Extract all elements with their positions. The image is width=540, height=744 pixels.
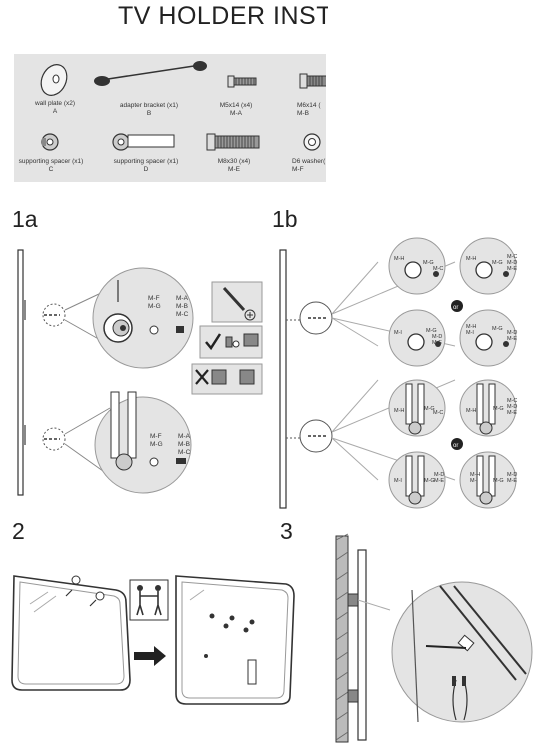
part-label-m-a: M5x14 (x4)M-A — [219, 102, 253, 117]
part-label-c: supporting spacer (x1)C — [18, 158, 84, 173]
svg-text:M-G: M-G — [492, 260, 503, 266]
svg-text:M-E: M-E — [432, 340, 442, 346]
or-label-bottom: or — [453, 443, 458, 449]
parts-list-panel: wall plate (x2)A adapter bracket (x1)B M… — [14, 54, 326, 182]
callout-circle-1 — [388, 237, 446, 295]
svg-text:M-I: M-I — [470, 478, 478, 484]
svg-text:M-E: M-E — [507, 266, 517, 272]
wall-plate-icon — [40, 64, 68, 96]
callout-circle-3 — [388, 309, 446, 367]
svg-text:M-H: M-H — [394, 256, 404, 262]
part-label-m-e: M8x30 (x4)M-E — [217, 158, 251, 173]
part-label-m-f: D6 washer(M-F — [292, 158, 326, 173]
callout-1a-bottom-mg: M-G — [150, 441, 163, 448]
svg-text:M-G: M-G — [424, 478, 435, 484]
callout-1a-top-ma: M-A — [176, 295, 189, 302]
svg-text:M-H: M-H — [466, 256, 476, 262]
step-2-label: 2 — [12, 518, 25, 544]
parts-illustrations — [40, 61, 326, 151]
svg-text:M-E: M-E — [507, 410, 517, 416]
part-label-a: wall plate (x2)A — [34, 100, 76, 115]
callout-1a-bottom-ma: M-A — [178, 433, 191, 440]
step-3-diagram — [335, 533, 533, 743]
svg-text:M-I: M-I — [466, 330, 474, 336]
or-label-top: or — [453, 305, 458, 311]
svg-text:M-E: M-E — [434, 478, 444, 484]
screw-m6x14-icon — [299, 73, 326, 89]
svg-text:M-D: M-D — [432, 334, 442, 340]
callout-1a-top-mg: M-G — [148, 303, 161, 310]
supporting-spacer-c-icon — [41, 133, 59, 151]
callout-1a-bottom-mc: M-C — [178, 449, 191, 456]
svg-text:M-G: M-G — [492, 326, 503, 332]
svg-text:M-G: M-G — [424, 406, 435, 412]
svg-text:M-C: M-C — [507, 254, 517, 260]
svg-text:M-G: M-G — [423, 260, 434, 266]
svg-text:M-D: M-D — [434, 472, 444, 478]
svg-text:M-D: M-D — [507, 472, 517, 478]
svg-text:M-H: M-H — [394, 408, 404, 414]
callout-1a-bottom-mf: M-F — [150, 433, 162, 440]
callout-circle-2 — [459, 237, 517, 295]
or-badge-bottom — [451, 438, 463, 450]
screw-m5x14-icon — [227, 75, 257, 88]
svg-text:M-D: M-D — [507, 404, 517, 410]
svg-text:M-H: M-H — [466, 324, 476, 330]
callout-circle-7 — [388, 451, 446, 509]
step-1a-diagram: M-F M-G M-A M-B M-C M-F M-G M-A M-B M-C — [17, 249, 263, 496]
callout-circle-5 — [388, 379, 446, 437]
svg-text:M-C: M-C — [433, 410, 443, 416]
part-label-b: adapter bracket (x1)B — [119, 102, 179, 117]
svg-text:M-I: M-I — [394, 478, 402, 484]
svg-text:M-G: M-G — [426, 328, 437, 334]
page-title: TV HOLDER INSTAL — [118, 2, 328, 30]
step-2-diagram — [11, 575, 295, 705]
callout-circle-4 — [459, 309, 517, 367]
svg-text:M-E: M-E — [507, 336, 517, 342]
callout-1a-bottom-mb: M-B — [178, 441, 190, 448]
adapter-bracket-icon — [94, 61, 207, 86]
or-badge-top — [451, 300, 463, 312]
svg-text:M-D: M-D — [507, 330, 517, 336]
callout-1a-top-mb: M-B — [176, 303, 188, 310]
part-label-m-b: M6x14 (M-B — [297, 102, 321, 117]
callout-circle-6 — [459, 379, 517, 437]
svg-text:M-G: M-G — [493, 478, 504, 484]
washer-icon — [303, 133, 321, 151]
step-1b-diagram: or or M-H M-G M-C M-H M — [279, 237, 517, 509]
svg-text:M-G: M-G — [493, 406, 504, 412]
step-1a-label: 1a — [12, 206, 38, 232]
svg-text:M-I: M-I — [394, 330, 402, 336]
supporting-spacer-d-icon — [112, 133, 175, 151]
step-3-label: 3 — [280, 518, 293, 544]
part-label-d: supporting spacer (x1)D — [113, 158, 179, 173]
svg-text:M-E: M-E — [507, 478, 517, 484]
step-1b-label: 1b — [272, 206, 298, 232]
callout-1a-top-mf: M-F — [148, 295, 160, 302]
svg-text:M-C: M-C — [433, 266, 443, 272]
callout-1a-top-mc: M-C — [176, 311, 189, 318]
svg-text:M-H: M-H — [466, 408, 476, 414]
svg-text:M-H: M-H — [470, 472, 480, 478]
screw-m8x30-icon — [206, 133, 260, 151]
svg-text:M-C: M-C — [507, 398, 517, 404]
svg-text:M-D: M-D — [507, 260, 517, 266]
callout-circle-8 — [459, 451, 517, 509]
